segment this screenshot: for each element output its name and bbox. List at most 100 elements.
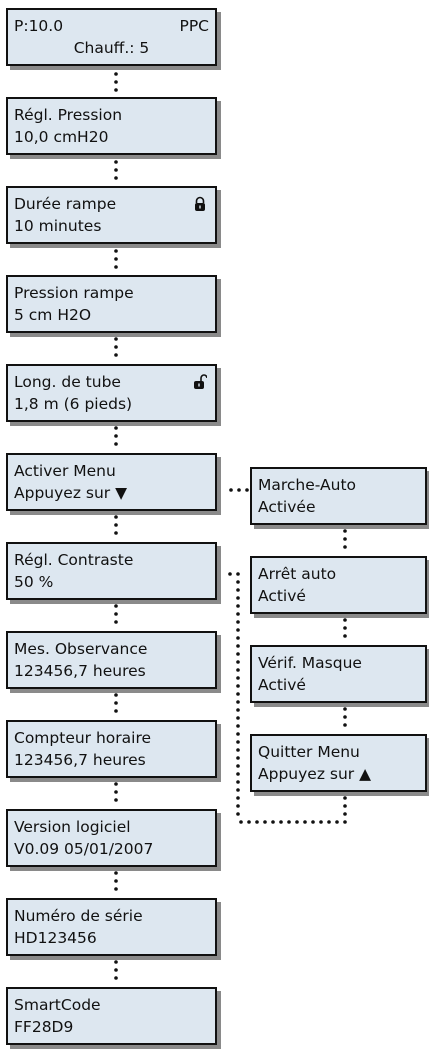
connector-dot	[114, 960, 118, 964]
connector-dot	[114, 72, 118, 76]
connector-dot	[255, 820, 259, 824]
connector-dot	[114, 523, 118, 527]
connector-dot	[114, 88, 118, 92]
screen-value: Activée	[258, 498, 316, 516]
lcd-screen-activate-menu: Activer Menu Appuyez sur ▼	[6, 453, 217, 511]
connector-dot	[236, 580, 240, 584]
screen-title: Long. de tube	[14, 373, 121, 391]
connector-dot	[236, 692, 240, 696]
screen-value: 1,8 m (6 pieds)	[14, 395, 133, 413]
connector-dot	[237, 488, 241, 492]
screen-value: 10,0 cmH20	[14, 128, 109, 146]
connector-dot	[114, 693, 118, 697]
connector-dot	[114, 257, 118, 261]
connector-dot	[114, 160, 118, 164]
screen-title: Compteur horaire	[14, 729, 152, 747]
lcd-screen-pressure-setting: Régl. Pression 10,0 cmH20	[6, 97, 217, 155]
connector-dot	[114, 782, 118, 786]
connector-dot	[114, 337, 118, 341]
screen-title: Quitter Menu	[258, 743, 360, 761]
screen-title: Marche-Auto	[258, 476, 357, 494]
connector-dot	[236, 588, 240, 592]
connector-dot	[236, 684, 240, 688]
connector-dot	[343, 634, 347, 638]
connector-dot	[343, 715, 347, 719]
connector-dot	[236, 740, 240, 744]
screen-title: Version logiciel	[14, 818, 131, 836]
connector-dot	[319, 820, 323, 824]
connector-dot	[114, 612, 118, 616]
screen-title: Régl. Contraste	[14, 551, 134, 569]
screen-value: Appuyez sur ▼	[14, 484, 127, 502]
connector-dot	[114, 620, 118, 624]
screen-title: Durée rampe	[14, 195, 117, 213]
screen-title: Activer Menu	[14, 462, 116, 480]
screen-value: 123456,7 heures	[14, 662, 146, 680]
lcd-screen-mask-check: Vérif. Masque Activé	[250, 645, 427, 703]
mode-label: PPC	[179, 17, 209, 35]
connector-dot	[287, 820, 291, 824]
connector-dot	[114, 515, 118, 519]
lcd-screen-smartcode: SmartCode FF28D9	[6, 987, 217, 1045]
screen-value: 5 cm H2O	[14, 306, 92, 324]
connector-dot	[245, 488, 249, 492]
connector-dot	[236, 700, 240, 704]
connector-dot	[236, 756, 240, 760]
connector-dot	[236, 620, 240, 624]
connector-dot	[236, 668, 240, 672]
connector-dot	[114, 345, 118, 349]
connector-dot	[236, 596, 240, 600]
screen-value: Appuyez sur ▲	[258, 765, 371, 783]
connector-dot	[303, 820, 307, 824]
connector-dot	[114, 604, 118, 608]
connector-dot	[236, 724, 240, 728]
screen-title: Vérif. Masque	[258, 654, 362, 672]
connector-dot	[335, 820, 339, 824]
connector-dot	[236, 628, 240, 632]
connector-dot	[247, 820, 251, 824]
connector-dot	[114, 265, 118, 269]
connector-dot	[343, 723, 347, 727]
connector-dot	[343, 707, 347, 711]
connector-dot	[236, 764, 240, 768]
connector-dot	[236, 732, 240, 736]
screen-value: Activé	[258, 587, 306, 605]
connector-dot	[114, 798, 118, 802]
lcd-screen-exit-menu: Quitter Menu Appuyez sur ▲	[250, 734, 427, 792]
connector-dot	[114, 442, 118, 446]
lcd-screen-ramp-time: Durée rampe 10 minutes	[6, 186, 217, 244]
connector-dot	[236, 676, 240, 680]
lcd-screen-software-version: Version logiciel V0.09 05/01/2007	[6, 809, 217, 867]
screen-title: SmartCode	[14, 996, 101, 1014]
connector-dot	[343, 618, 347, 622]
screen-title: Numéro de série	[14, 907, 143, 925]
connector-dot	[343, 626, 347, 630]
screen-value: FF28D9	[14, 1018, 74, 1036]
padlock-unlocked-icon	[193, 374, 208, 390]
connector-dot	[236, 604, 240, 608]
screen-value: HD123456	[14, 929, 97, 947]
connector-dot	[236, 572, 240, 576]
connector-dot	[114, 709, 118, 713]
screen-title: Mes. Observance	[14, 640, 148, 658]
connector-dot	[343, 820, 347, 824]
home-line1: P:10.0 PPC	[14, 15, 209, 37]
connector-dot	[236, 716, 240, 720]
connector-dot	[114, 871, 118, 875]
connector-dot	[236, 652, 240, 656]
connector-dot	[114, 168, 118, 172]
connector-dot	[343, 812, 347, 816]
connector-dot	[114, 176, 118, 180]
connector-dot	[343, 545, 347, 549]
screen-value: 10 minutes	[14, 217, 102, 235]
lcd-screen-home: P:10.0 PPC Chauff.: 5	[6, 8, 217, 66]
connector-dot	[236, 748, 240, 752]
connector-dot	[114, 531, 118, 535]
connector-dot	[228, 572, 232, 576]
connector-dot	[236, 660, 240, 664]
connector-dot	[271, 820, 275, 824]
connector-dot	[236, 804, 240, 808]
connector-dot	[114, 426, 118, 430]
connector-dot	[114, 968, 118, 972]
lcd-screen-hour-counter: Compteur horaire 123456,7 heures	[6, 720, 217, 778]
